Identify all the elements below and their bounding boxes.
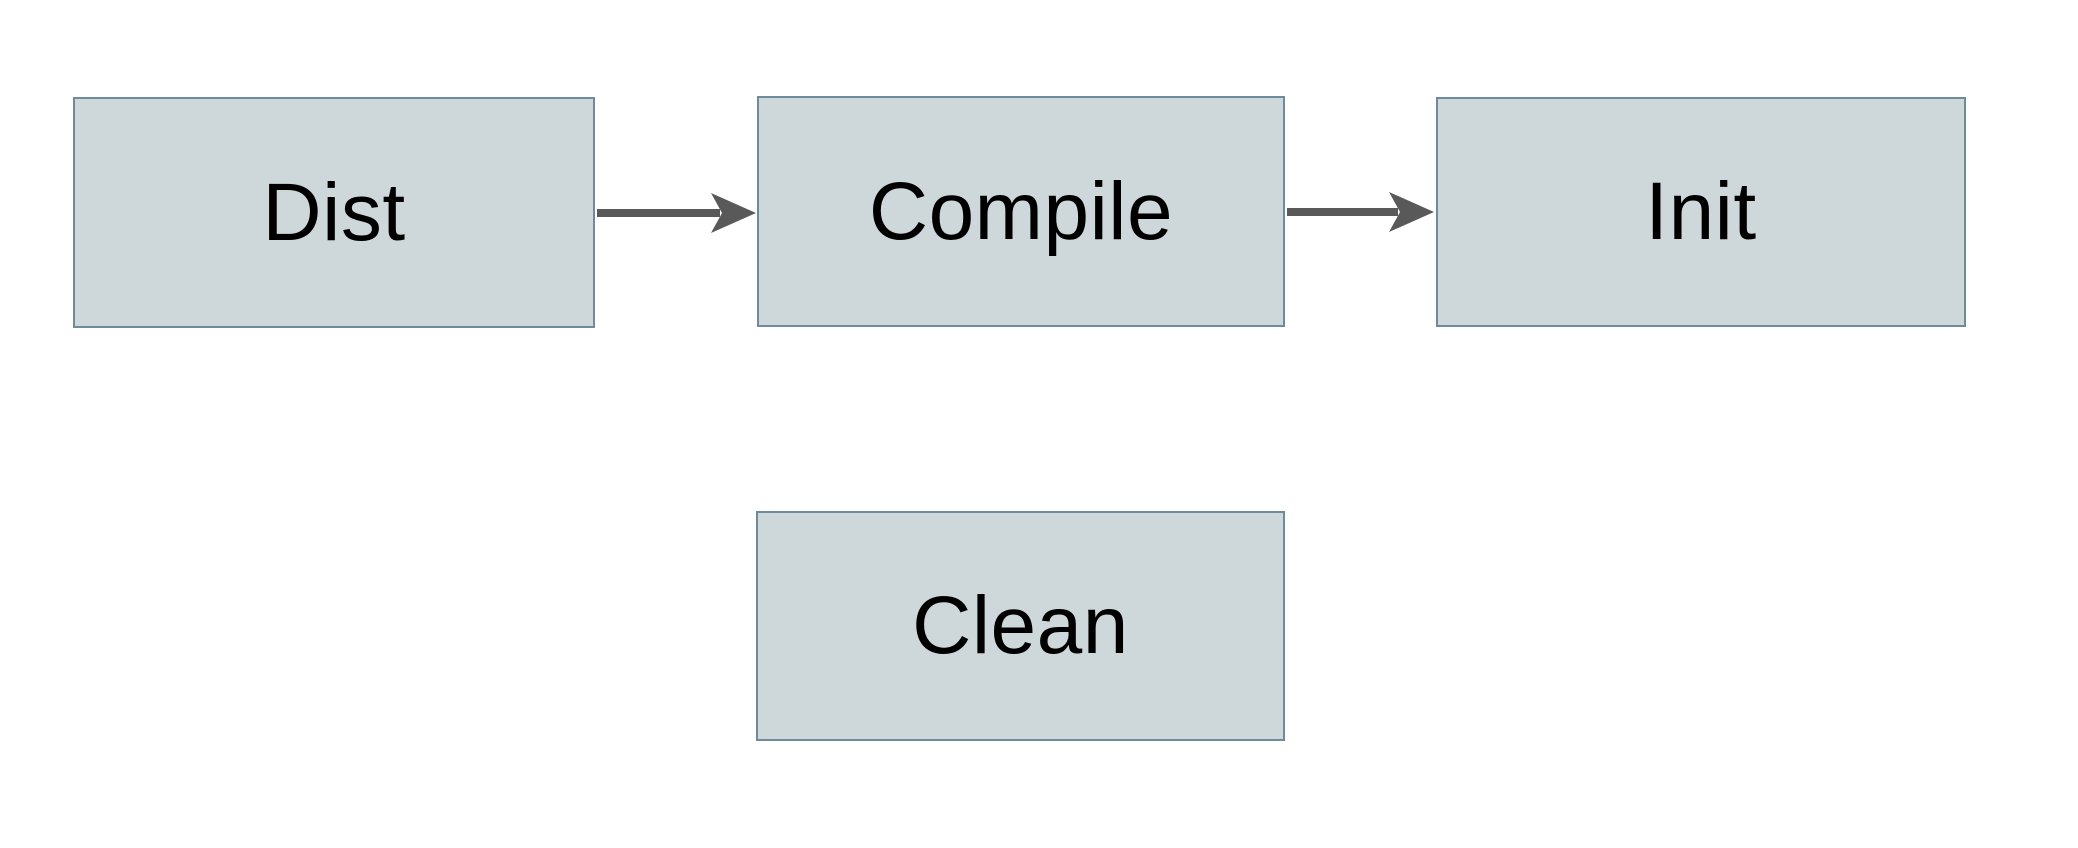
node-dist: Dist	[73, 97, 595, 328]
node-compile-label: Compile	[868, 165, 1174, 257]
arrow-compile-to-init-head	[1389, 192, 1434, 232]
node-dist-label: Dist	[262, 166, 406, 258]
node-init: Init	[1436, 97, 1966, 327]
arrow-dist-to-compile	[597, 193, 756, 233]
arrow-dist-to-compile-head	[711, 193, 756, 233]
arrow-compile-to-init	[1287, 192, 1434, 232]
node-compile: Compile	[757, 96, 1285, 327]
node-clean-label: Clean	[912, 580, 1129, 671]
node-init-label: Init	[1645, 166, 1757, 257]
node-clean: Clean	[756, 511, 1285, 741]
